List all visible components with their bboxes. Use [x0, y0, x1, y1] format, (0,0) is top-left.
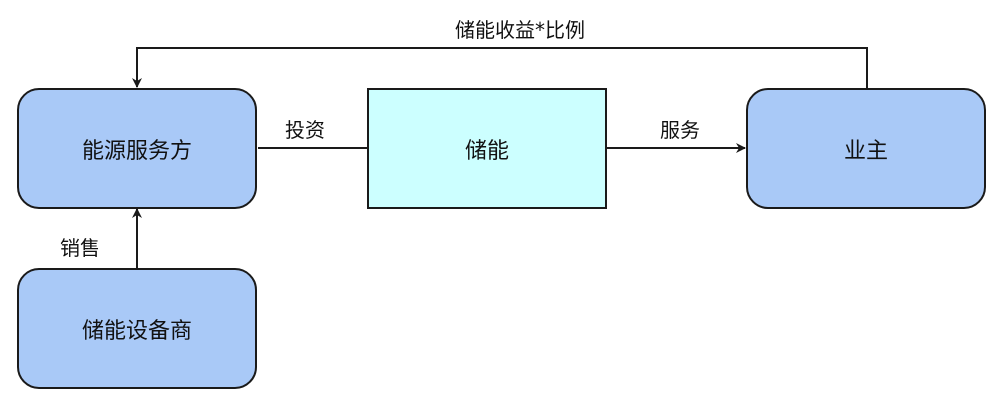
storage-equipment-vendor-label: 储能设备商: [81, 318, 192, 344]
energy-service-provider-label: 能源服务方: [81, 138, 192, 164]
revenue-share-arrow: [132, 47, 868, 88]
sales-label: 销售: [60, 236, 100, 260]
invest-label: 投资: [285, 118, 325, 142]
owner-label: 业主: [843, 138, 888, 164]
energy-service-provider-node: 能源服务方: [17, 88, 257, 209]
energy-storage-label: 储能: [464, 138, 509, 164]
owner-node: 业主: [746, 88, 986, 209]
revenue-share-label: 储能收益*比例: [455, 18, 585, 42]
storage-equipment-vendor-node: 储能设备商: [17, 268, 257, 389]
service-label: 服务: [660, 118, 700, 142]
energy-storage-node: 储能: [367, 88, 607, 209]
